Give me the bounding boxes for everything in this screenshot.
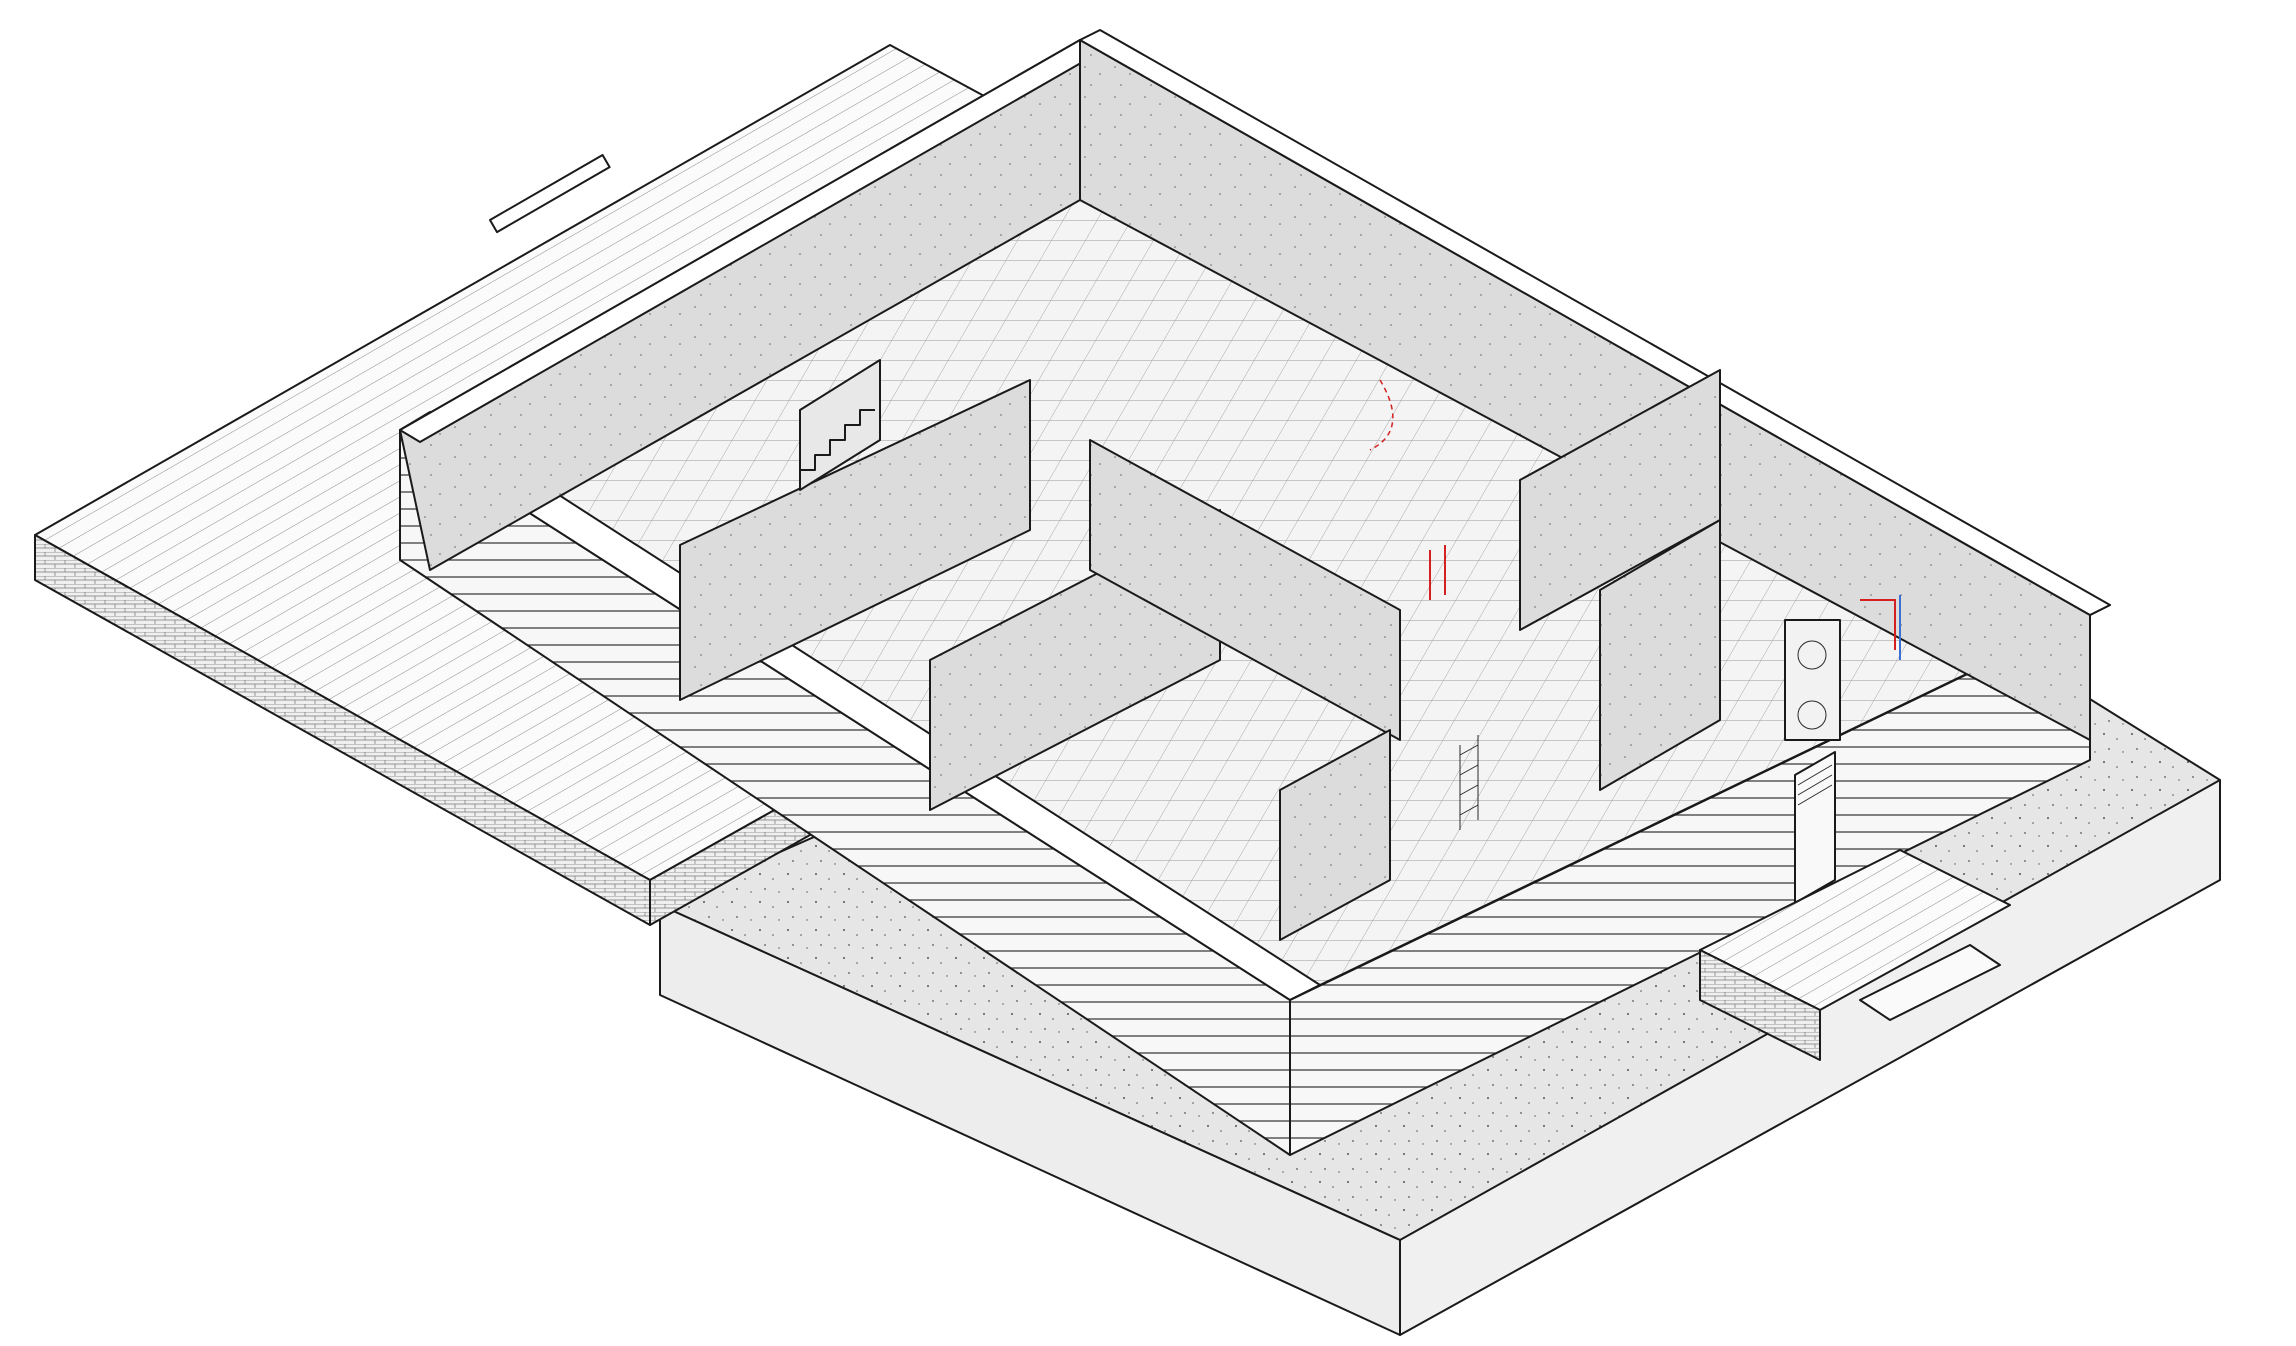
interior-partitions [679,369,1721,941]
plumbing [1369,379,1901,660]
steps-icon [1699,849,2011,1061]
exterior-wall-southeast [1289,604,2111,1156]
door-icon [1794,751,1836,904]
ladder-icon [1459,735,1479,830]
washer-icon [1784,619,1841,741]
exterior-wall-northeast [1079,29,2111,741]
stair [799,359,881,491]
exterior-wall-northwest [399,39,1101,571]
exterior-wall-southwest [399,411,1321,1156]
